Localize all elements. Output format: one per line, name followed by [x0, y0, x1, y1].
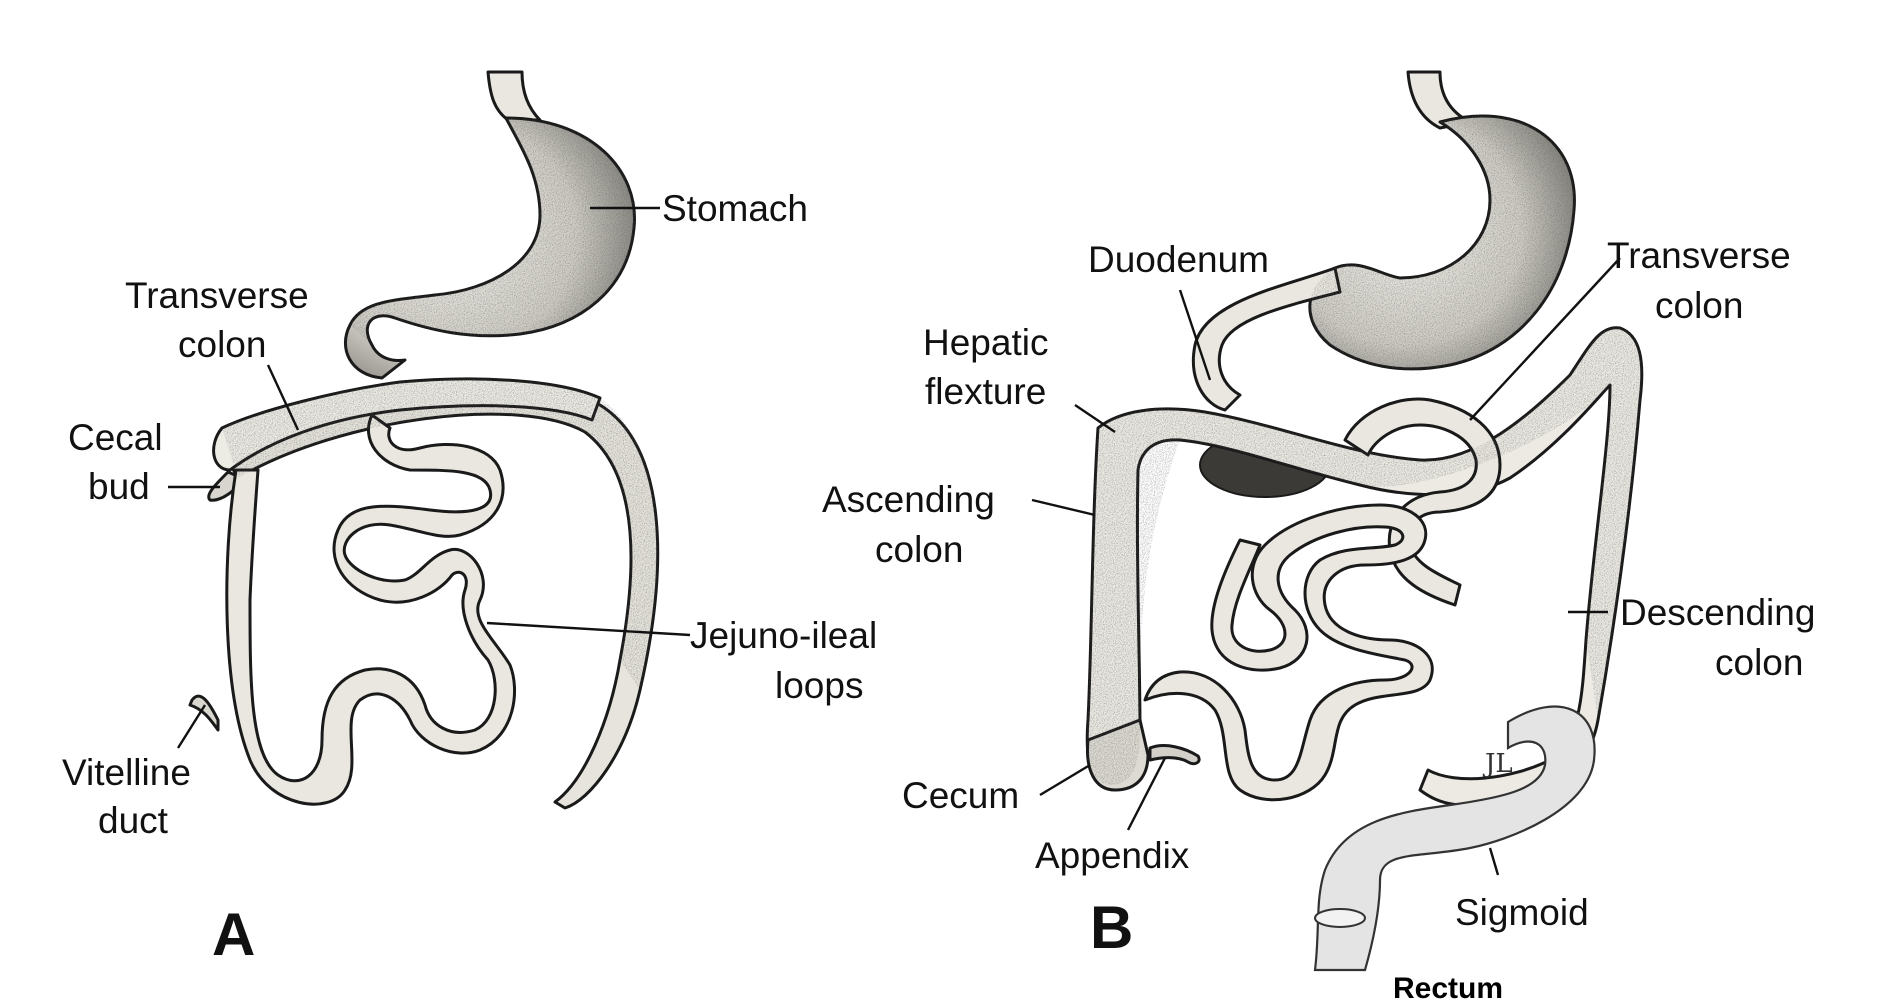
leader-hepatic [1075, 405, 1115, 432]
label-descending-2: colon [1715, 642, 1803, 683]
label-transverse-b-1: Transverse [1607, 235, 1791, 276]
leader-sigmoid [1490, 848, 1498, 875]
label-jejuno-2: loops [775, 665, 863, 706]
label-cecal-2: bud [88, 466, 150, 507]
leader-vitelline [178, 705, 205, 748]
label-transverse-b-2: colon [1655, 285, 1743, 326]
panel-b: Duodenum Transverse colon Hepatic flextu… [822, 72, 1815, 1002]
label-duodenum: Duodenum [1088, 239, 1269, 280]
label-vitelline-2: duct [98, 800, 169, 841]
loop-behind-transverse [1345, 399, 1500, 605]
label-jejuno-1: Jejuno-ileal [690, 615, 877, 656]
esophagus-a [488, 72, 540, 120]
leader-cecum [1040, 765, 1090, 795]
label-hepatic-2: flexture [925, 371, 1046, 412]
label-stomach: Stomach [662, 188, 808, 229]
label-ascending-2: colon [875, 529, 963, 570]
panel-b-letter: B [1090, 894, 1133, 961]
rectum-opening [1315, 909, 1365, 927]
label-descending-1: Descending [1620, 592, 1815, 633]
label-hepatic-1: Hepatic [923, 322, 1048, 363]
panel-a-letter: A [212, 901, 255, 968]
artist-mark: JL [1482, 749, 1513, 779]
label-ascending-1: Ascending [822, 479, 995, 520]
label-rectum: Rectum [1393, 972, 1503, 1002]
leader-ascending [1032, 500, 1095, 515]
label-vitelline-1: Vitelline [62, 752, 191, 793]
panel-a: Stomach Transverse colon Cecal bud Jejun… [62, 72, 877, 968]
label-cecal-1: Cecal [68, 417, 163, 458]
appendix-shape [1150, 746, 1199, 764]
label-cecum: Cecum [902, 775, 1019, 816]
label-appendix: Appendix [1035, 835, 1190, 876]
label-sigmoid: Sigmoid [1455, 892, 1589, 933]
label-transverse-a-2: colon [178, 324, 266, 365]
midgut-loop-a [227, 415, 515, 804]
vitelline-duct [190, 696, 218, 730]
label-transverse-a-1: Transverse [125, 275, 309, 316]
leader-jejuno [487, 623, 690, 635]
